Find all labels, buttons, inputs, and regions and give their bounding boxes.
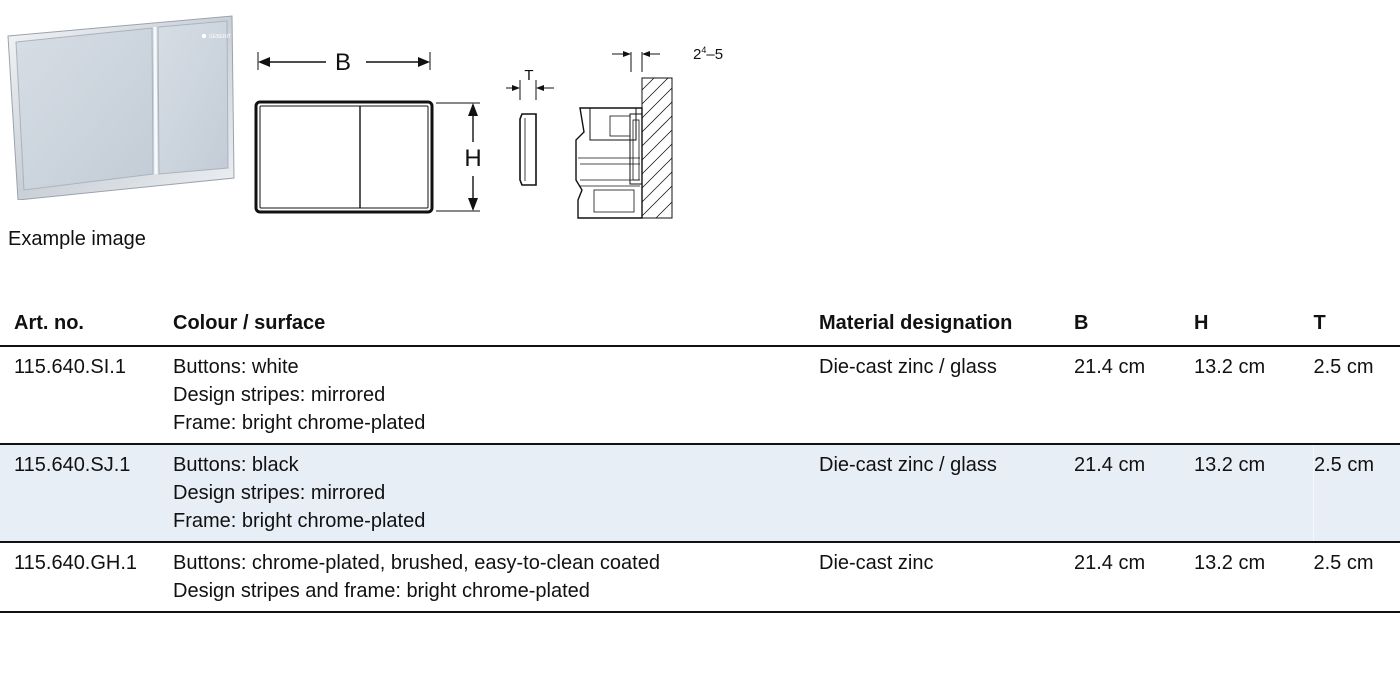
depth-label: T bbox=[524, 67, 533, 84]
colour-cell: Buttons: white Design stripes: mirrored … bbox=[173, 346, 819, 445]
material-cell: Die-cast zinc / glass bbox=[819, 444, 1074, 543]
table-row: 115.640.SI.1 Buttons: white Design strip… bbox=[0, 346, 1400, 445]
art-no-cell: 115.640.SJ.1 bbox=[0, 444, 173, 543]
table-row: 115.640.SJ.1 Buttons: black Design strip… bbox=[0, 444, 1400, 543]
h-cell: 13.2 cm bbox=[1194, 346, 1314, 445]
colour-line: Design stripes: mirrored bbox=[173, 384, 386, 406]
b-cell: 21.4 cm bbox=[1074, 346, 1194, 445]
t-cell: 2.5 cm bbox=[1313, 542, 1400, 613]
h-cell: 13.2 cm bbox=[1194, 542, 1314, 613]
h-cell: 13.2 cm bbox=[1194, 444, 1314, 543]
colour-cell: Buttons: chrome-plated, brushed, easy-to… bbox=[173, 542, 819, 613]
dimension-drawing: B H T bbox=[254, 45, 723, 219]
material-cell: Die-cast zinc bbox=[819, 542, 1074, 613]
colour-line: Frame: bright chrome-plated bbox=[173, 510, 426, 532]
colour-line: Buttons: chrome-plated, brushed, easy-to… bbox=[173, 552, 660, 574]
colour-cell: Buttons: black Design stripes: mirrored … bbox=[173, 444, 819, 543]
table-header-row: Art. no. Colour / surface Material desig… bbox=[0, 305, 1400, 347]
header-colour: Colour / surface bbox=[173, 305, 819, 347]
width-label: B bbox=[335, 49, 351, 76]
depth-dimension: T bbox=[506, 67, 554, 186]
colour-line: Design stripes and frame: bright chrome-… bbox=[173, 580, 590, 602]
colour-line: Buttons: black bbox=[173, 454, 299, 476]
art-no-cell: 115.640.SI.1 bbox=[0, 346, 173, 445]
t-cell: 2.5 cm bbox=[1313, 444, 1400, 543]
colour-line: Frame: bright chrome-plated bbox=[173, 412, 426, 434]
header-b: B bbox=[1074, 305, 1194, 347]
wall-gap-label: 24–5 bbox=[693, 45, 723, 63]
section-view: 24–5 bbox=[575, 45, 723, 219]
header-t: T bbox=[1313, 305, 1400, 347]
header-h: H bbox=[1194, 305, 1314, 347]
table-row: 115.640.GH.1 Buttons: chrome-plated, bru… bbox=[0, 542, 1400, 613]
art-no-cell: 115.640.GH.1 bbox=[0, 542, 173, 613]
colour-line: Buttons: white bbox=[173, 356, 299, 378]
height-dimension: H bbox=[436, 102, 482, 212]
b-cell: 21.4 cm bbox=[1074, 444, 1194, 543]
material-cell: Die-cast zinc / glass bbox=[819, 346, 1074, 445]
header-art-no: Art. no. bbox=[0, 305, 173, 347]
product-figure: GEBERIT B H bbox=[0, 0, 760, 250]
colour-line: Design stripes: mirrored bbox=[173, 482, 386, 504]
t-cell: 2.5 cm bbox=[1313, 346, 1400, 445]
height-label: H bbox=[464, 145, 481, 172]
front-plate bbox=[254, 100, 434, 214]
product-photo: GEBERIT bbox=[7, 15, 235, 200]
b-cell: 21.4 cm bbox=[1074, 542, 1194, 613]
header-material: Material designation bbox=[819, 305, 1074, 347]
width-dimension: B bbox=[257, 49, 431, 76]
figure-caption: Example image bbox=[8, 228, 146, 250]
specs-table: Art. no. Colour / surface Material desig… bbox=[0, 305, 1400, 613]
brand-mark: GEBERIT bbox=[209, 34, 231, 40]
